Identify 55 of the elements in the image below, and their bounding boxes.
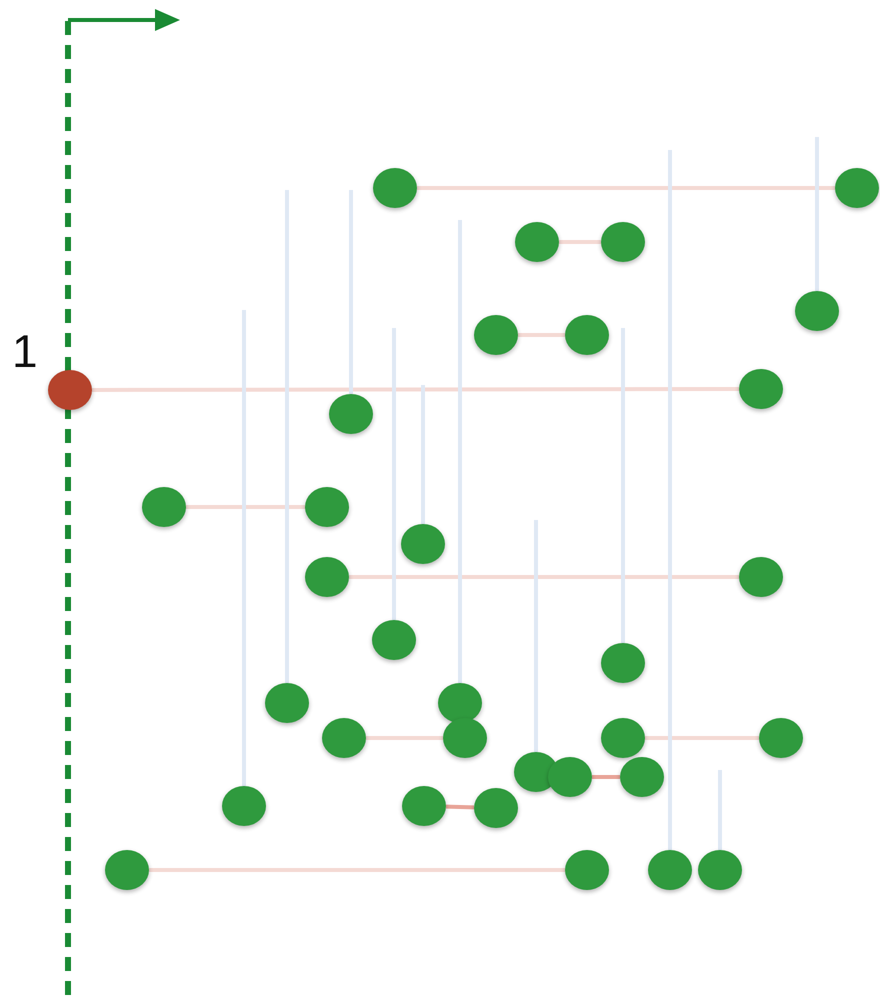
endpoint-dot: [601, 222, 645, 262]
endpoint-dot: [305, 487, 349, 527]
endpoint-dot: [105, 850, 149, 890]
segment-line: [458, 220, 462, 683]
segment-line: [815, 137, 819, 291]
endpoint-dot: [795, 291, 839, 331]
segment-line: [349, 575, 739, 579]
segment-line: [366, 736, 443, 740]
segment-line: [349, 190, 353, 394]
segment-line: [242, 310, 246, 786]
endpoint-dot: [620, 757, 664, 797]
endpoint-dot: [565, 315, 609, 355]
segment-line: [421, 385, 425, 524]
endpoint-dot: [601, 643, 645, 683]
endpoint-dot: [401, 524, 445, 564]
endpoint-dot: [698, 850, 742, 890]
endpoint-dot: [739, 557, 783, 597]
endpoint-dot: [474, 315, 518, 355]
point-label: 1: [12, 328, 38, 374]
segment-line: [668, 150, 672, 850]
endpoint-dot: [759, 718, 803, 758]
endpoint-dot: [222, 786, 266, 826]
segment-line: [518, 333, 565, 337]
endpoint-dot: [373, 168, 417, 208]
segment-line: [718, 770, 722, 850]
segment-line: [149, 868, 565, 872]
endpoint-dot: [305, 557, 349, 597]
segment-line: [392, 328, 396, 620]
segment-line: [92, 387, 739, 392]
endpoint-dot: [322, 718, 366, 758]
segment-line: [559, 240, 601, 244]
active-endpoint-dot: [48, 370, 92, 410]
endpoint-dot: [402, 786, 446, 826]
endpoint-dot: [835, 168, 879, 208]
endpoint-dot: [474, 788, 518, 828]
endpoint-dot: [142, 487, 186, 527]
segment-line: [285, 190, 289, 683]
endpoint-dot: [739, 369, 783, 409]
endpoint-dot: [438, 683, 482, 723]
endpoint-dot: [443, 718, 487, 758]
segment-line: [446, 804, 474, 810]
segment-line: [592, 775, 620, 779]
endpoint-dot: [329, 394, 373, 434]
endpoint-dot: [515, 222, 559, 262]
segment-line: [621, 328, 625, 643]
endpoint-dot: [601, 718, 645, 758]
endpoint-dot: [565, 850, 609, 890]
endpoint-dot: [372, 620, 416, 660]
segment-line: [417, 186, 835, 190]
segment-line: [534, 520, 538, 752]
segment-line: [645, 736, 759, 740]
endpoint-dot: [265, 683, 309, 723]
endpoint-dot: [648, 850, 692, 890]
segment-line: [186, 505, 305, 509]
endpoint-dot: [548, 757, 592, 797]
